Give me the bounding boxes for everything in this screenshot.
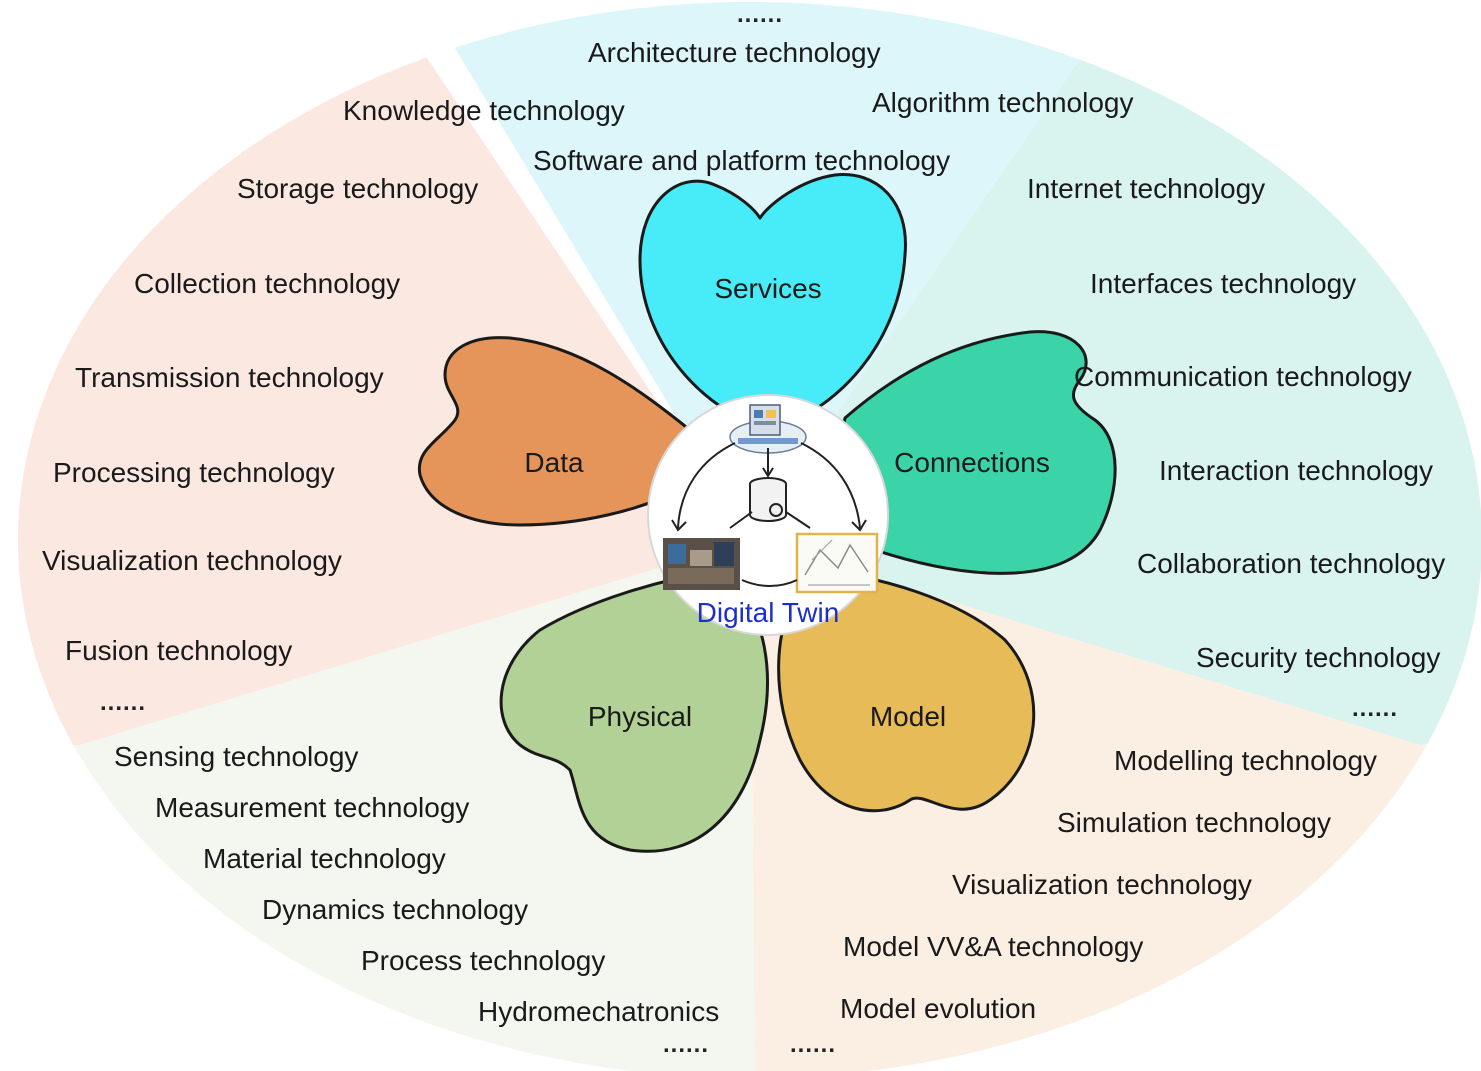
technology-item: Processing technology	[53, 457, 335, 488]
technology-item: Interfaces technology	[1090, 268, 1356, 299]
services-technologies: ...... Architecture technology Knowledge…	[343, 1, 1133, 176]
petal-label-services: Services	[714, 273, 821, 304]
technology-item: Security technology	[1196, 642, 1440, 673]
petal-label-physical: Physical	[588, 701, 692, 732]
petal-label-data: Data	[524, 447, 584, 478]
petal-data	[417, 336, 692, 527]
technology-item: Communication technology	[1074, 361, 1412, 392]
hub-arrows	[671, 442, 867, 587]
sector-connections	[750, 60, 1481, 745]
model-sketch-icon	[795, 532, 879, 594]
database-icon	[749, 477, 787, 522]
technology-item: Material technology	[203, 843, 446, 874]
cloud-server-icon	[729, 404, 807, 454]
petal-label-model: Model	[870, 701, 946, 732]
petals	[417, 172, 1117, 853]
petal-model	[777, 568, 1036, 813]
connections-technologies: Internet technology Interfaces technolog…	[1027, 173, 1445, 722]
physical-ellipsis: ......	[663, 1031, 709, 1058]
technology-item: Model evolution	[840, 993, 1036, 1024]
digital-twin-hub: Digital Twin	[647, 394, 889, 636]
digital-twin-label: Digital Twin	[697, 597, 840, 628]
technology-item: Internet technology	[1027, 173, 1265, 204]
technology-item: Sensing technology	[114, 741, 358, 772]
services-ellipsis: ......	[737, 1, 783, 28]
petal-physical	[499, 568, 769, 853]
physical-technologies: Sensing technology Measurement technolog…	[114, 741, 719, 1058]
technology-item: Algorithm technology	[872, 87, 1133, 118]
petal-label-connections: Connections	[894, 447, 1050, 478]
factory-photo-icon	[663, 538, 740, 590]
data-ellipsis: ......	[100, 689, 146, 716]
technology-item: Collection technology	[134, 268, 400, 299]
technology-item: Hydromechatronics	[478, 996, 719, 1027]
technology-item: Dynamics technology	[262, 894, 528, 925]
technology-item: Measurement technology	[155, 792, 469, 823]
technology-item: Software and platform technology	[533, 145, 950, 176]
technology-item: Visualization technology	[952, 869, 1252, 900]
technology-item: Interaction technology	[1159, 455, 1433, 486]
technology-item: Simulation technology	[1057, 807, 1331, 838]
petal-services	[638, 172, 907, 432]
technology-item: Model VV&A technology	[843, 931, 1143, 962]
technology-item: Fusion technology	[65, 635, 292, 666]
technology-item: Transmission technology	[75, 362, 384, 393]
petal-labels: Services Connections Model Physical Data	[524, 273, 1049, 732]
technology-item: Storage technology	[237, 173, 478, 204]
technology-item: Architecture technology	[588, 37, 881, 68]
model-ellipsis: ......	[790, 1031, 836, 1058]
data-technologies: Storage technology Collection technology…	[42, 173, 478, 716]
technology-item: Knowledge technology	[343, 95, 625, 126]
model-technologies: Modelling technology Simulation technolo…	[790, 745, 1377, 1058]
technology-item: Visualization technology	[42, 545, 342, 576]
technology-item: Modelling technology	[1114, 745, 1377, 776]
technology-item: Process technology	[361, 945, 605, 976]
connections-ellipsis: ......	[1352, 695, 1398, 722]
technology-item: Collaboration technology	[1137, 548, 1445, 579]
